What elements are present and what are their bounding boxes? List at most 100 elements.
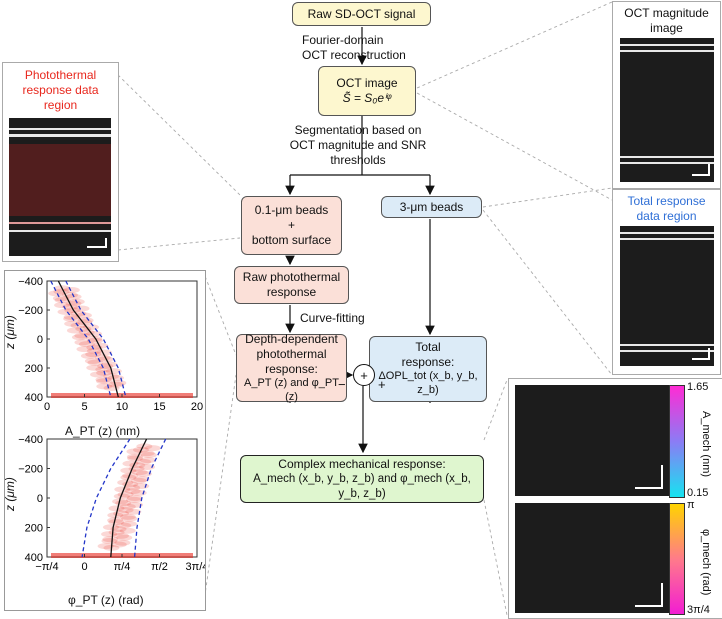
plot1-data-point bbox=[78, 341, 95, 348]
plot2-data-point bbox=[108, 519, 125, 526]
phimech-axis-label: φ_mech (rad) bbox=[700, 529, 712, 596]
segmentation-line3: thresholds bbox=[330, 153, 386, 167]
plot1-data-point bbox=[63, 314, 80, 321]
plot2-xtick-label: 0 bbox=[81, 561, 87, 573]
plot2-ytick-label: −200 bbox=[18, 464, 43, 476]
depth-dep-line3: response: bbox=[265, 361, 318, 376]
plot2-ytick-label: 200 bbox=[25, 523, 43, 535]
plot1-ytick-label: 200 bbox=[25, 363, 43, 375]
plot1-data-point bbox=[48, 290, 65, 297]
depth-dep-line1: Depth-dependent bbox=[245, 331, 338, 346]
plot2-data-point bbox=[110, 525, 127, 532]
phimech-min-label: 3π/4 bbox=[687, 604, 710, 616]
plot2-data-point bbox=[127, 455, 144, 462]
plot2-xtick-label: −π/4 bbox=[35, 561, 58, 573]
plot1-xlabel: A_PT (z) (nm) bbox=[65, 424, 141, 438]
plot1-data-point bbox=[86, 364, 103, 371]
fourier-label-line2: OCT reconstruction bbox=[302, 48, 406, 62]
phimech-map-image bbox=[515, 503, 670, 613]
plot1-ylabel: z (μm) bbox=[3, 315, 17, 349]
plot2-ytick-label: 400 bbox=[25, 552, 43, 564]
plot1-data-point bbox=[76, 346, 93, 353]
photothermal-region-image bbox=[9, 118, 111, 256]
plot1-data-point bbox=[53, 288, 70, 295]
small-beads-line1: 0.1-μm beads bbox=[254, 203, 329, 217]
sum-node: + bbox=[353, 364, 375, 386]
complex-response-box: Complex mechanical response: A_mech (x_b… bbox=[240, 455, 484, 503]
plot1-data-point bbox=[75, 312, 92, 319]
plot2-fit-bound-2 bbox=[133, 438, 167, 558]
amech-max-label: 1.65 bbox=[687, 381, 709, 393]
depth-dep-line4: A_PT (z) and φ_PT (z) bbox=[244, 376, 339, 403]
phimech-max-label: π bbox=[687, 499, 695, 511]
plot1-data-point bbox=[52, 295, 69, 302]
fourier-label: Fourier-domain OCT reconstruction bbox=[302, 33, 406, 63]
oct-magnitude-panel: OCT magnitude image bbox=[612, 1, 721, 189]
plot1-data-point bbox=[54, 302, 71, 309]
plot2-ytick-label: 0 bbox=[37, 493, 43, 505]
plot1-xtick-label: 5 bbox=[81, 401, 87, 413]
plot1-data-point bbox=[66, 327, 83, 334]
plot1-data-point bbox=[108, 381, 125, 388]
plot1-ytick-label: 0 bbox=[37, 334, 43, 346]
segmentation-line2: OCT magnitude and SNR bbox=[289, 138, 427, 152]
plot1-data-point bbox=[71, 334, 88, 341]
small-beads-box: 0.1-μm beads + bottom surface bbox=[241, 196, 342, 255]
raw-signal-box: Raw SD-OCT signal bbox=[292, 2, 431, 26]
plot2-data-point bbox=[122, 472, 139, 479]
plot1-data-point bbox=[57, 308, 74, 315]
plot2-data-point bbox=[115, 522, 132, 529]
plot2-data-point bbox=[117, 479, 134, 486]
plot1-data-point bbox=[63, 286, 80, 293]
plot1-data-point bbox=[103, 373, 120, 380]
raw-pt-line2: response bbox=[266, 285, 317, 299]
plot2-data-point bbox=[126, 448, 143, 455]
raw-photothermal-box: Raw photothermal response bbox=[234, 266, 349, 304]
plot2-data-point bbox=[112, 532, 129, 539]
plot1-data-point bbox=[62, 303, 79, 310]
plot2-data-point bbox=[140, 451, 157, 458]
plot2-data-point bbox=[97, 543, 114, 550]
plot1-data-point bbox=[95, 366, 112, 373]
fourier-label-line1: Fourier-domain bbox=[302, 33, 384, 47]
plot1-ytick-label: −200 bbox=[18, 305, 43, 317]
plot1-data-point bbox=[105, 368, 122, 375]
phimech-colorbar bbox=[669, 503, 685, 615]
complex-line2: A_mech (x_b, y_b, z_b) and φ_mech (x_b, … bbox=[253, 473, 471, 500]
plot2-data-point bbox=[138, 450, 155, 457]
large-beads-box: 3-μm beads bbox=[381, 196, 482, 218]
plot2-data-point bbox=[110, 541, 127, 548]
plot2-xtick-label: π/2 bbox=[151, 561, 168, 573]
plot2-fit-mean bbox=[110, 438, 148, 558]
plot2-frame bbox=[46, 438, 198, 558]
pt-caption-line3: region bbox=[43, 98, 78, 112]
plot2-data-point bbox=[119, 503, 136, 510]
plot1-data-point bbox=[96, 349, 113, 356]
plot1-data-point bbox=[54, 297, 71, 304]
photothermal-region-panel: Photothermal response data region bbox=[2, 62, 119, 262]
segmentation-line1: Segmentation based on bbox=[294, 123, 422, 137]
depth-dependent-box: Depth-dependent photothermal response: A… bbox=[236, 331, 347, 403]
total-caption-line2: data region bbox=[636, 209, 697, 223]
plot1-ytick-label: −400 bbox=[18, 276, 43, 288]
plot1-xtick-label: 15 bbox=[153, 401, 165, 413]
plot1-data-point bbox=[86, 344, 103, 351]
raw-signal-label: Raw SD-OCT signal bbox=[307, 6, 416, 21]
plot1-data-point bbox=[96, 378, 113, 385]
amech-min-label: 0.15 bbox=[687, 487, 709, 499]
amech-colorbar bbox=[669, 385, 685, 498]
plot2-data-point bbox=[139, 464, 156, 471]
plot1-data-point bbox=[92, 342, 109, 349]
oct-image-box: OCT image S̃ = S₀eⁱᵠ bbox=[318, 66, 416, 116]
total-response-caption: Total response data region bbox=[613, 194, 720, 224]
plot2-data-point bbox=[127, 501, 144, 508]
plot1-data-point bbox=[64, 307, 81, 314]
plot2-data-point bbox=[124, 484, 141, 491]
plus-label: + bbox=[378, 377, 386, 392]
total-response-panel: Total response data region bbox=[612, 189, 721, 375]
plot1-data-point bbox=[80, 352, 97, 359]
small-beads-line3: bottom surface bbox=[251, 233, 332, 247]
plot2-data-point bbox=[131, 469, 148, 476]
plot1-data-point bbox=[95, 376, 112, 383]
